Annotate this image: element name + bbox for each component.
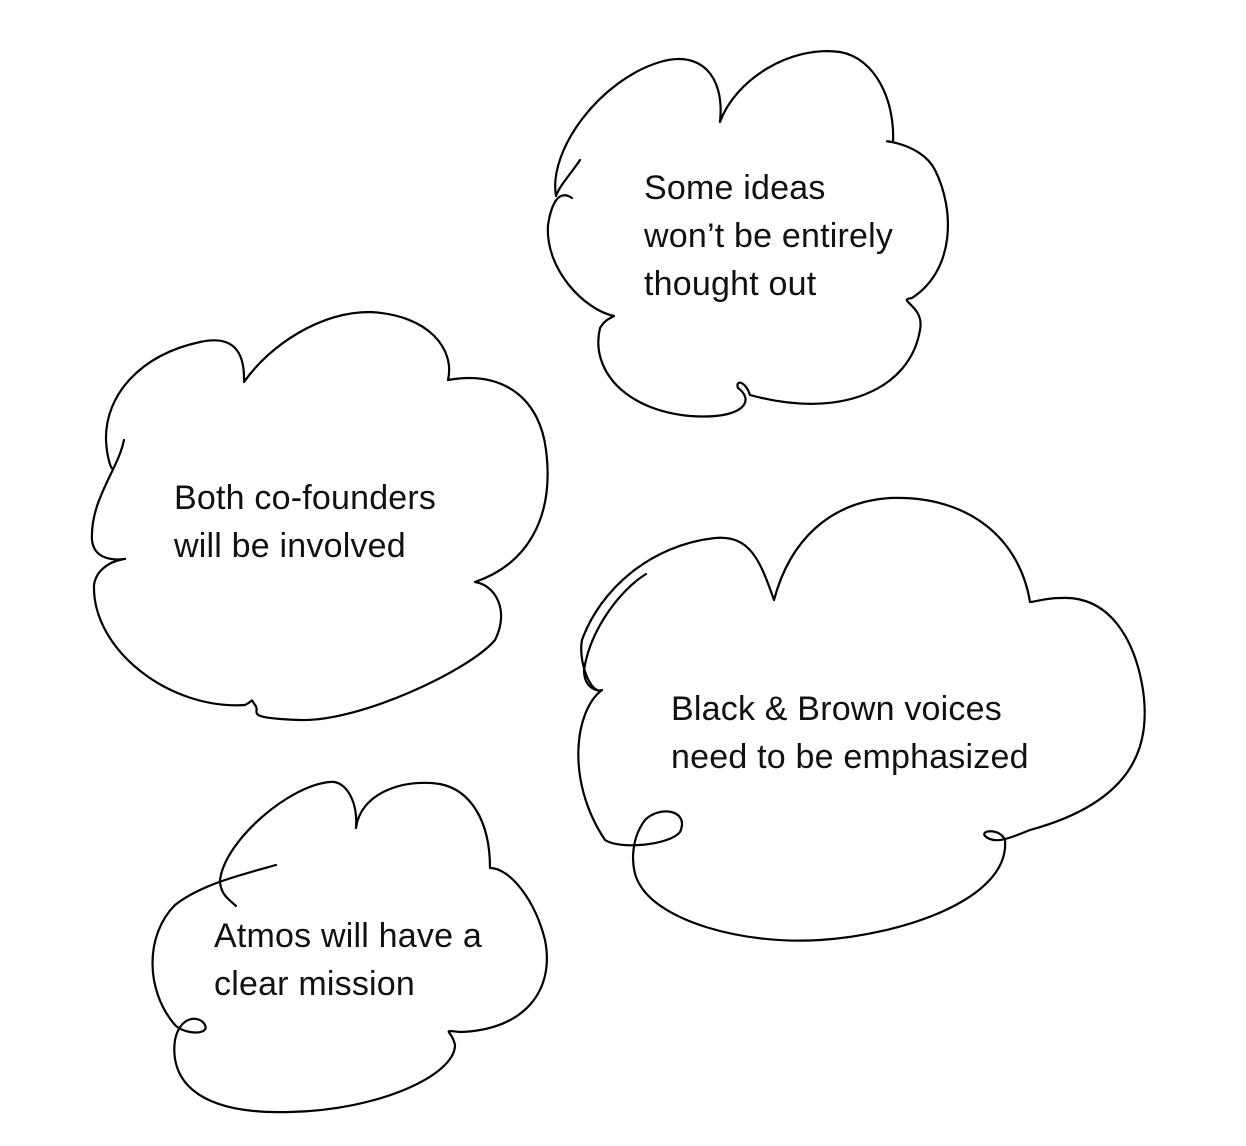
- cloud-1-line-2: won’t be entirely: [644, 217, 894, 255]
- cloud-shape-4: [151, 780, 548, 1114]
- cloud-4-line-2: clear mission: [214, 965, 415, 1003]
- cloud-shape-2: [90, 310, 549, 722]
- cloud-4-line-1: Atmos will have a: [214, 917, 482, 955]
- cloud-text-3: Black & Brown voices need to be emphasiz…: [671, 685, 1029, 781]
- cloud-1-line-1: Some ideas: [644, 169, 826, 207]
- cloud-text-2: Both co-founders will be involved: [174, 474, 436, 570]
- cloud-3-line-2: need to be emphasized: [671, 738, 1029, 776]
- cloud-text-1: Some ideas won’t be entirely thought out: [644, 164, 893, 308]
- cloud-2-line-2: will be involved: [174, 527, 406, 565]
- cloud-shape-3: [577, 496, 1146, 942]
- cloud-3-line-1: Black & Brown voices: [671, 690, 1002, 728]
- cloud-1-line-3: thought out: [644, 265, 817, 303]
- cloud-text-4: Atmos will have a clear mission: [214, 912, 482, 1008]
- cloud-shape-1: [546, 50, 949, 418]
- cloud-2-line-1: Both co-founders: [174, 479, 437, 517]
